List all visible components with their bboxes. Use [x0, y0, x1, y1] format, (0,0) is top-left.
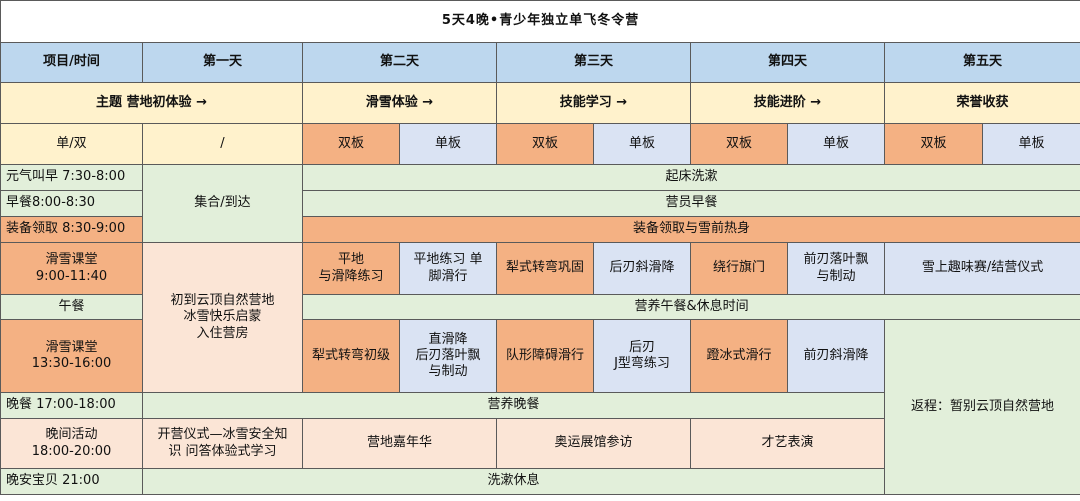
evening-time: 晚间活动 18:00-20:00 [0, 418, 143, 469]
afternoon-d2-single-l2: 后刃落叶飘 [415, 347, 481, 363]
return-cell: 返程：暂别云顶自然营地 [883, 319, 1080, 495]
dinner-time: 晚餐 17:00-18:00 [0, 392, 143, 419]
morning-ski-row: 滑雪课堂 9:00-11:40 初到云顶自然营地 冰雪快乐启蒙 入住营房 平地 … [0, 242, 1080, 393]
day1-arrival-cell: 初到云顶自然营地 冰雪快乐启蒙 入住营房 [142, 242, 303, 393]
equip-content: 装备领取与雪前热身 [301, 216, 1080, 243]
theme-day3: 技能学习 → [496, 82, 691, 124]
evening-time-label: 晚间活动 [45, 427, 98, 443]
afternoon-d3-single-l1: 后刃 [628, 339, 655, 355]
board-day3-single: 单板 [593, 123, 691, 165]
board-day2-single: 单板 [399, 123, 497, 165]
afternoon-time-range: 13:30-16:00 [31, 356, 112, 371]
board-day1: / [142, 123, 303, 165]
board-type-row: 单/双 / 双板 单板 双板 单板 双板 单板 双板 单板 [0, 123, 1080, 165]
day1-arrival-line1: 初到云顶自然营地 [170, 293, 275, 309]
day1-arrival-line3: 入住营房 [196, 325, 249, 341]
morning-d3-single: 后刃斜滑降 [593, 242, 691, 295]
board-day5-single: 单板 [981, 123, 1080, 165]
morning-d4-double: 绕行旗门 [690, 242, 788, 295]
night-time: 晚安宝贝 21:00 [0, 468, 143, 495]
evening-d1: 开营仪式—冰雪安全知 识 问答体验式学习 [142, 418, 303, 469]
lunch-time: 午餐 [0, 294, 143, 320]
evening-row: 晚间活动 18:00-20:00 开营仪式—冰雪安全知 识 问答体验式学习 营地… [0, 418, 1080, 469]
evening-d3: 奥运展馆参访 [496, 418, 691, 469]
board-day4-double: 双板 [690, 123, 788, 165]
dinner-content: 营养晚餐 [142, 392, 885, 419]
day3-header: 第三天 [496, 42, 691, 83]
project-time-header: 项目/时间 [0, 42, 143, 83]
equip-row: 装备领取 8:30-9:00 装备领取与雪前热身 [0, 216, 1080, 243]
day2-header: 第二天 [302, 42, 497, 83]
evening-d2: 营地嘉年华 [302, 418, 497, 469]
theme-day4: 技能进阶 → [690, 82, 885, 124]
day1-header: 第一天 [142, 42, 303, 83]
dinner-row: 晚餐 17:00-18:00 营养晚餐 [0, 392, 1080, 419]
day1-arrival-line2: 冰雪快乐启蒙 [183, 309, 262, 325]
afternoon-d2-single-l3: 与制动 [428, 364, 468, 380]
gather-cell: 集合/到达 [142, 164, 303, 243]
wake-row: 元气叫早 7:30-8:00 集合/到达 起床洗漱 [0, 164, 1080, 243]
morning-d4-single-l2: 与制动 [816, 268, 856, 284]
afternoon-d2-double: 犁式转弯初级 [302, 319, 400, 393]
morning-d4-single-l1: 前刃落叶飘 [803, 252, 869, 268]
board-label: 单/双 [0, 123, 143, 165]
afternoon-time: 滑雪课堂 13:30-16:00 [0, 319, 143, 393]
morning-time-range: 9:00-11:40 [35, 268, 108, 284]
morning-d2-double: 平地 与滑降练习 [302, 242, 400, 295]
morning-d2-single: 平地练习 单 脚滑行 [399, 242, 497, 295]
board-day5-double: 双板 [884, 123, 983, 165]
theme-row: 主题 营地初体验 → 滑雪体验 → 技能学习 → 技能进阶 → 荣誉收获 [0, 82, 1080, 124]
theme-day1: 主题 营地初体验 → [0, 82, 303, 124]
page-title: 5天4晚•青少年独立单飞冬令营 [0, 0, 1080, 43]
lunch-content: 营养午餐&休息时间 [301, 294, 1080, 320]
night-row: 晚安宝贝 21:00 洗漱休息 [0, 468, 1080, 495]
morning-time: 滑雪课堂 9:00-11:40 [0, 242, 143, 295]
board-day4-single: 单板 [787, 123, 885, 165]
afternoon-time-label: 滑雪课堂 [45, 339, 98, 355]
equip-time: 装备领取 8:30-9:00 [0, 216, 143, 243]
afternoon-ski-row: 滑雪课堂 13:30-16:00 犁式转弯初级 直滑降 后刃落叶飘 与制动 队形… [0, 319, 1080, 495]
afternoon-d3-single-l2: J型弯练习 [614, 356, 670, 371]
afternoon-d4-single: 前刃斜滑降 [787, 319, 885, 393]
morning-d2-double-l1: 平地 [337, 252, 364, 268]
theme-day5: 荣誉收获 [883, 82, 1080, 124]
afternoon-d2-single: 直滑降 后刃落叶飘 与制动 [399, 319, 497, 393]
wake-content: 起床洗漱 [301, 164, 1080, 191]
day-header-row: 项目/时间 第一天 第二天 第三天 第四天 第五天 [0, 42, 1080, 83]
board-day2-double: 双板 [302, 123, 400, 165]
morning-d2-double-l2: 与滑降练习 [318, 268, 384, 284]
breakfast-time: 早餐8:00-8:30 [0, 190, 143, 217]
breakfast-content: 营员早餐 [301, 190, 1080, 217]
afternoon-d4-double: 蹬冰式滑行 [690, 319, 788, 393]
night-content: 洗漱休息 [142, 468, 885, 495]
morning-d2-single-l1: 平地练习 单 [413, 252, 483, 268]
evening-d4: 才艺表演 [690, 418, 885, 469]
wake-time: 元气叫早 7:30-8:00 [0, 164, 143, 191]
morning-d4-single: 前刃落叶飘 与制动 [787, 242, 885, 295]
afternoon-d3-single: 后刃 J型弯练习 [593, 319, 691, 393]
theme-day2: 滑雪体验 → [302, 82, 497, 124]
morning-time-label: 滑雪课堂 [45, 252, 98, 268]
evening-d1-l2: 识 问答体验式学习 [168, 443, 277, 459]
morning-d2-single-l2: 脚滑行 [428, 268, 468, 284]
title-row: 5天4晚•青少年独立单飞冬令营 [0, 0, 1080, 43]
day4-header: 第四天 [690, 42, 885, 83]
evening-d1-l1: 开营仪式—冰雪安全知 [157, 427, 288, 443]
afternoon-d3-double: 队形障碍滑行 [496, 319, 594, 393]
lunch-row: 午餐 营养午餐&休息时间 [0, 294, 1080, 320]
evening-time-range: 18:00-20:00 [31, 443, 112, 459]
day5-header: 第五天 [883, 42, 1080, 83]
board-day3-double: 双板 [496, 123, 594, 165]
morning-d5: 雪上趣味赛/结营仪式 [883, 242, 1080, 295]
afternoon-d2-single-l1: 直滑降 [428, 331, 468, 347]
morning-d3-double: 犁式转弯巩固 [496, 242, 594, 295]
